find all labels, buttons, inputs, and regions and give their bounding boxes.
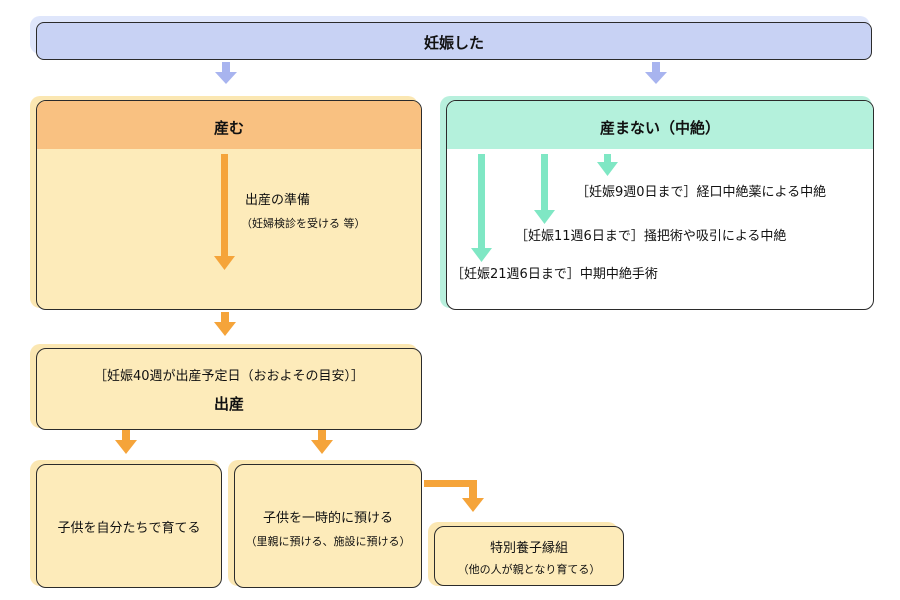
abortion-option-surgery: ［妊娠11週6日まで］掻把術や吸引による中絶 <box>515 229 787 244</box>
birth-prep-note: （妊婦検診を受ける 等） <box>241 217 366 230</box>
delivery-box: ［妊娠40週が出産予定日（おおよその目安）］ 出産 <box>36 348 422 430</box>
abortion-option-pill: ［妊娠9週0日まで］経口中絶薬による中絶 <box>576 185 827 200</box>
pregnancy-label: 妊娠した <box>423 34 484 52</box>
arrow-to-raise-self <box>115 430 137 454</box>
no-birth-header <box>447 101 873 149</box>
arrow-to-no-birth <box>645 62 667 84</box>
no-birth-title: 産まない（中絶） <box>599 119 720 137</box>
no-birth-box: 産まない（中絶） ［妊娠9週0日まで］経口中絶薬による中絶 ［妊娠11週6日まで… <box>446 100 874 310</box>
raise-self-box: 子供を自分たちで育てる <box>36 464 222 588</box>
abortion-option-mid-term: ［妊娠21週6日まで］中期中絶手術 <box>451 267 658 282</box>
due-date-label: ［妊娠40週が出産予定日（おおよその目安）］ <box>93 369 365 384</box>
delivery-label: 出産 <box>213 395 244 413</box>
give-birth-title: 産む <box>213 119 244 137</box>
raise-self-label: 子供を自分たちで育てる <box>57 521 201 536</box>
adoption-note: （他の人が親となり育てる） <box>457 563 601 576</box>
arrow-to-temp-care <box>311 430 333 454</box>
adoption-label: 特別養子縁組 <box>489 541 568 556</box>
pregnancy-box: 妊娠した <box>36 22 872 60</box>
arrow-to-adoption <box>424 480 484 512</box>
give-birth-box: 産む 出産の準備 （妊婦検診を受ける 等） <box>36 100 422 310</box>
birth-prep-label: 出産の準備 <box>245 193 311 208</box>
adoption-box: 特別養子縁組 （他の人が親となり育てる） <box>434 526 624 586</box>
temp-care-note: （里親に預ける、施設に預ける） <box>245 535 411 548</box>
arrow-to-delivery <box>214 312 236 336</box>
temp-care-box: 子供を一時的に預ける （里親に預ける、施設に預ける） <box>234 464 422 588</box>
arrow-to-give-birth <box>215 62 237 84</box>
temp-care-label: 子供を一時的に預ける <box>262 511 393 526</box>
give-birth-header <box>37 101 421 149</box>
